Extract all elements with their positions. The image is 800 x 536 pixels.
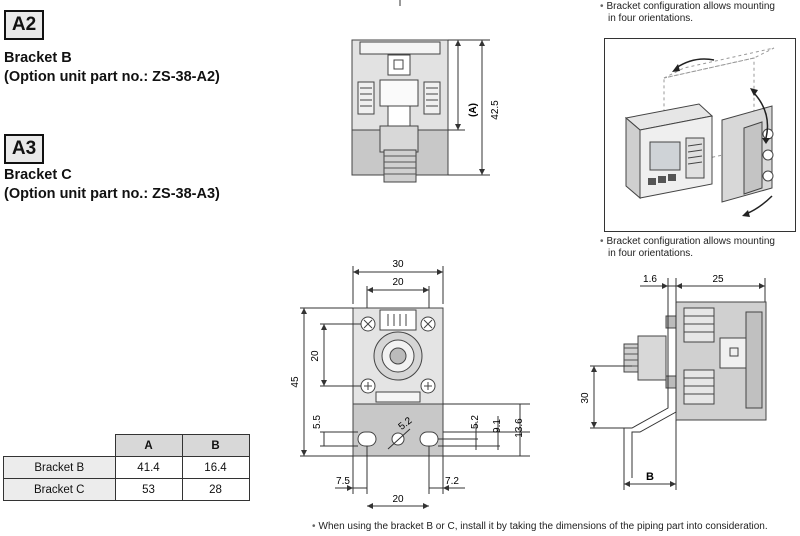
section-code-a2: A2 — [4, 10, 44, 40]
note-mid-line2: in four orientations. — [608, 248, 694, 259]
dim-b-ref: (A) — [468, 103, 479, 117]
table-header-a: A — [114, 434, 183, 457]
table-cell-b: 16.4 — [181, 456, 250, 479]
dim-c-hole-span-v: 20 — [310, 350, 321, 362]
dim-b-height: 42.5 — [490, 100, 501, 120]
note-top: •Bracket configuration allows mounting i… — [600, 1, 775, 24]
dim-c-slot-h: 5.5 — [312, 415, 323, 429]
table-row: Bracket B 41.4 16.4 — [3, 456, 250, 479]
note-middle: •Bracket configuration allows mounting i… — [600, 236, 775, 259]
table-row-label: Bracket B — [3, 456, 116, 479]
dim-c-bottom-span: 20 — [392, 494, 404, 505]
bracket-b-title: Bracket B — [4, 50, 72, 66]
table-row: Bracket C 53 28 — [3, 478, 250, 501]
bracket-b-drawing: 42.5 (A) — [351, 0, 501, 183]
dim-c-right-off: 7.2 — [445, 476, 459, 487]
table-cell-a: 41.4 — [114, 456, 183, 479]
table-row-label: Bracket C — [3, 478, 116, 501]
dim-c-right-1: 5.2 — [470, 415, 481, 429]
bracket-dimension-table: A B Bracket B 41.4 16.4 Bracket C 53 28 — [3, 434, 250, 501]
bracket-b-part-number: (Option unit part no.: ZS-38-A2) — [4, 69, 220, 85]
dim-c-width: 30 — [392, 259, 404, 270]
dim-side-b: B — [646, 471, 654, 483]
bracket-c-front-drawing: 30 20 5.2 45 20 5.5 5.2 9.1 13.6 7.5 7.2 — [290, 259, 530, 509]
dim-c-right-2: 9.1 — [492, 419, 503, 433]
dim-c-left-off: 7.5 — [336, 476, 350, 487]
note-bottom: •When using the bracket B or C, install … — [312, 521, 768, 532]
note-bottom-text: When using the bracket B or C, install i… — [318, 521, 768, 532]
dim-side-1: 1.6 — [643, 274, 657, 285]
dim-c-hole-span-top: 20 — [392, 277, 404, 288]
bracket-c-part-number: (Option unit part no.: ZS-38-A3) — [4, 186, 220, 202]
table-cell-b: 28 — [181, 478, 250, 501]
table-header-b: B — [181, 434, 250, 457]
section-code-a3: A3 — [4, 134, 44, 164]
bracket-orientation-illustration — [604, 38, 796, 232]
bracket-c-title: Bracket C — [4, 167, 72, 183]
table-header-row: A B — [4, 434, 250, 457]
table-cell-a: 53 — [114, 478, 183, 501]
dim-side-h: 30 — [580, 392, 591, 404]
note-top-line2: in four orientations. — [608, 13, 694, 24]
dim-c-right-3: 13.6 — [514, 418, 525, 438]
dim-side-2: 25 — [712, 274, 724, 285]
bracket-c-side-drawing: 1.6 25 30 B — [580, 274, 767, 490]
note-top-line1: Bracket configuration allows mounting — [606, 1, 775, 12]
note-mid-line1: Bracket configuration allows mounting — [606, 236, 775, 247]
dim-c-height: 45 — [290, 376, 301, 388]
table-corner — [4, 435, 116, 457]
